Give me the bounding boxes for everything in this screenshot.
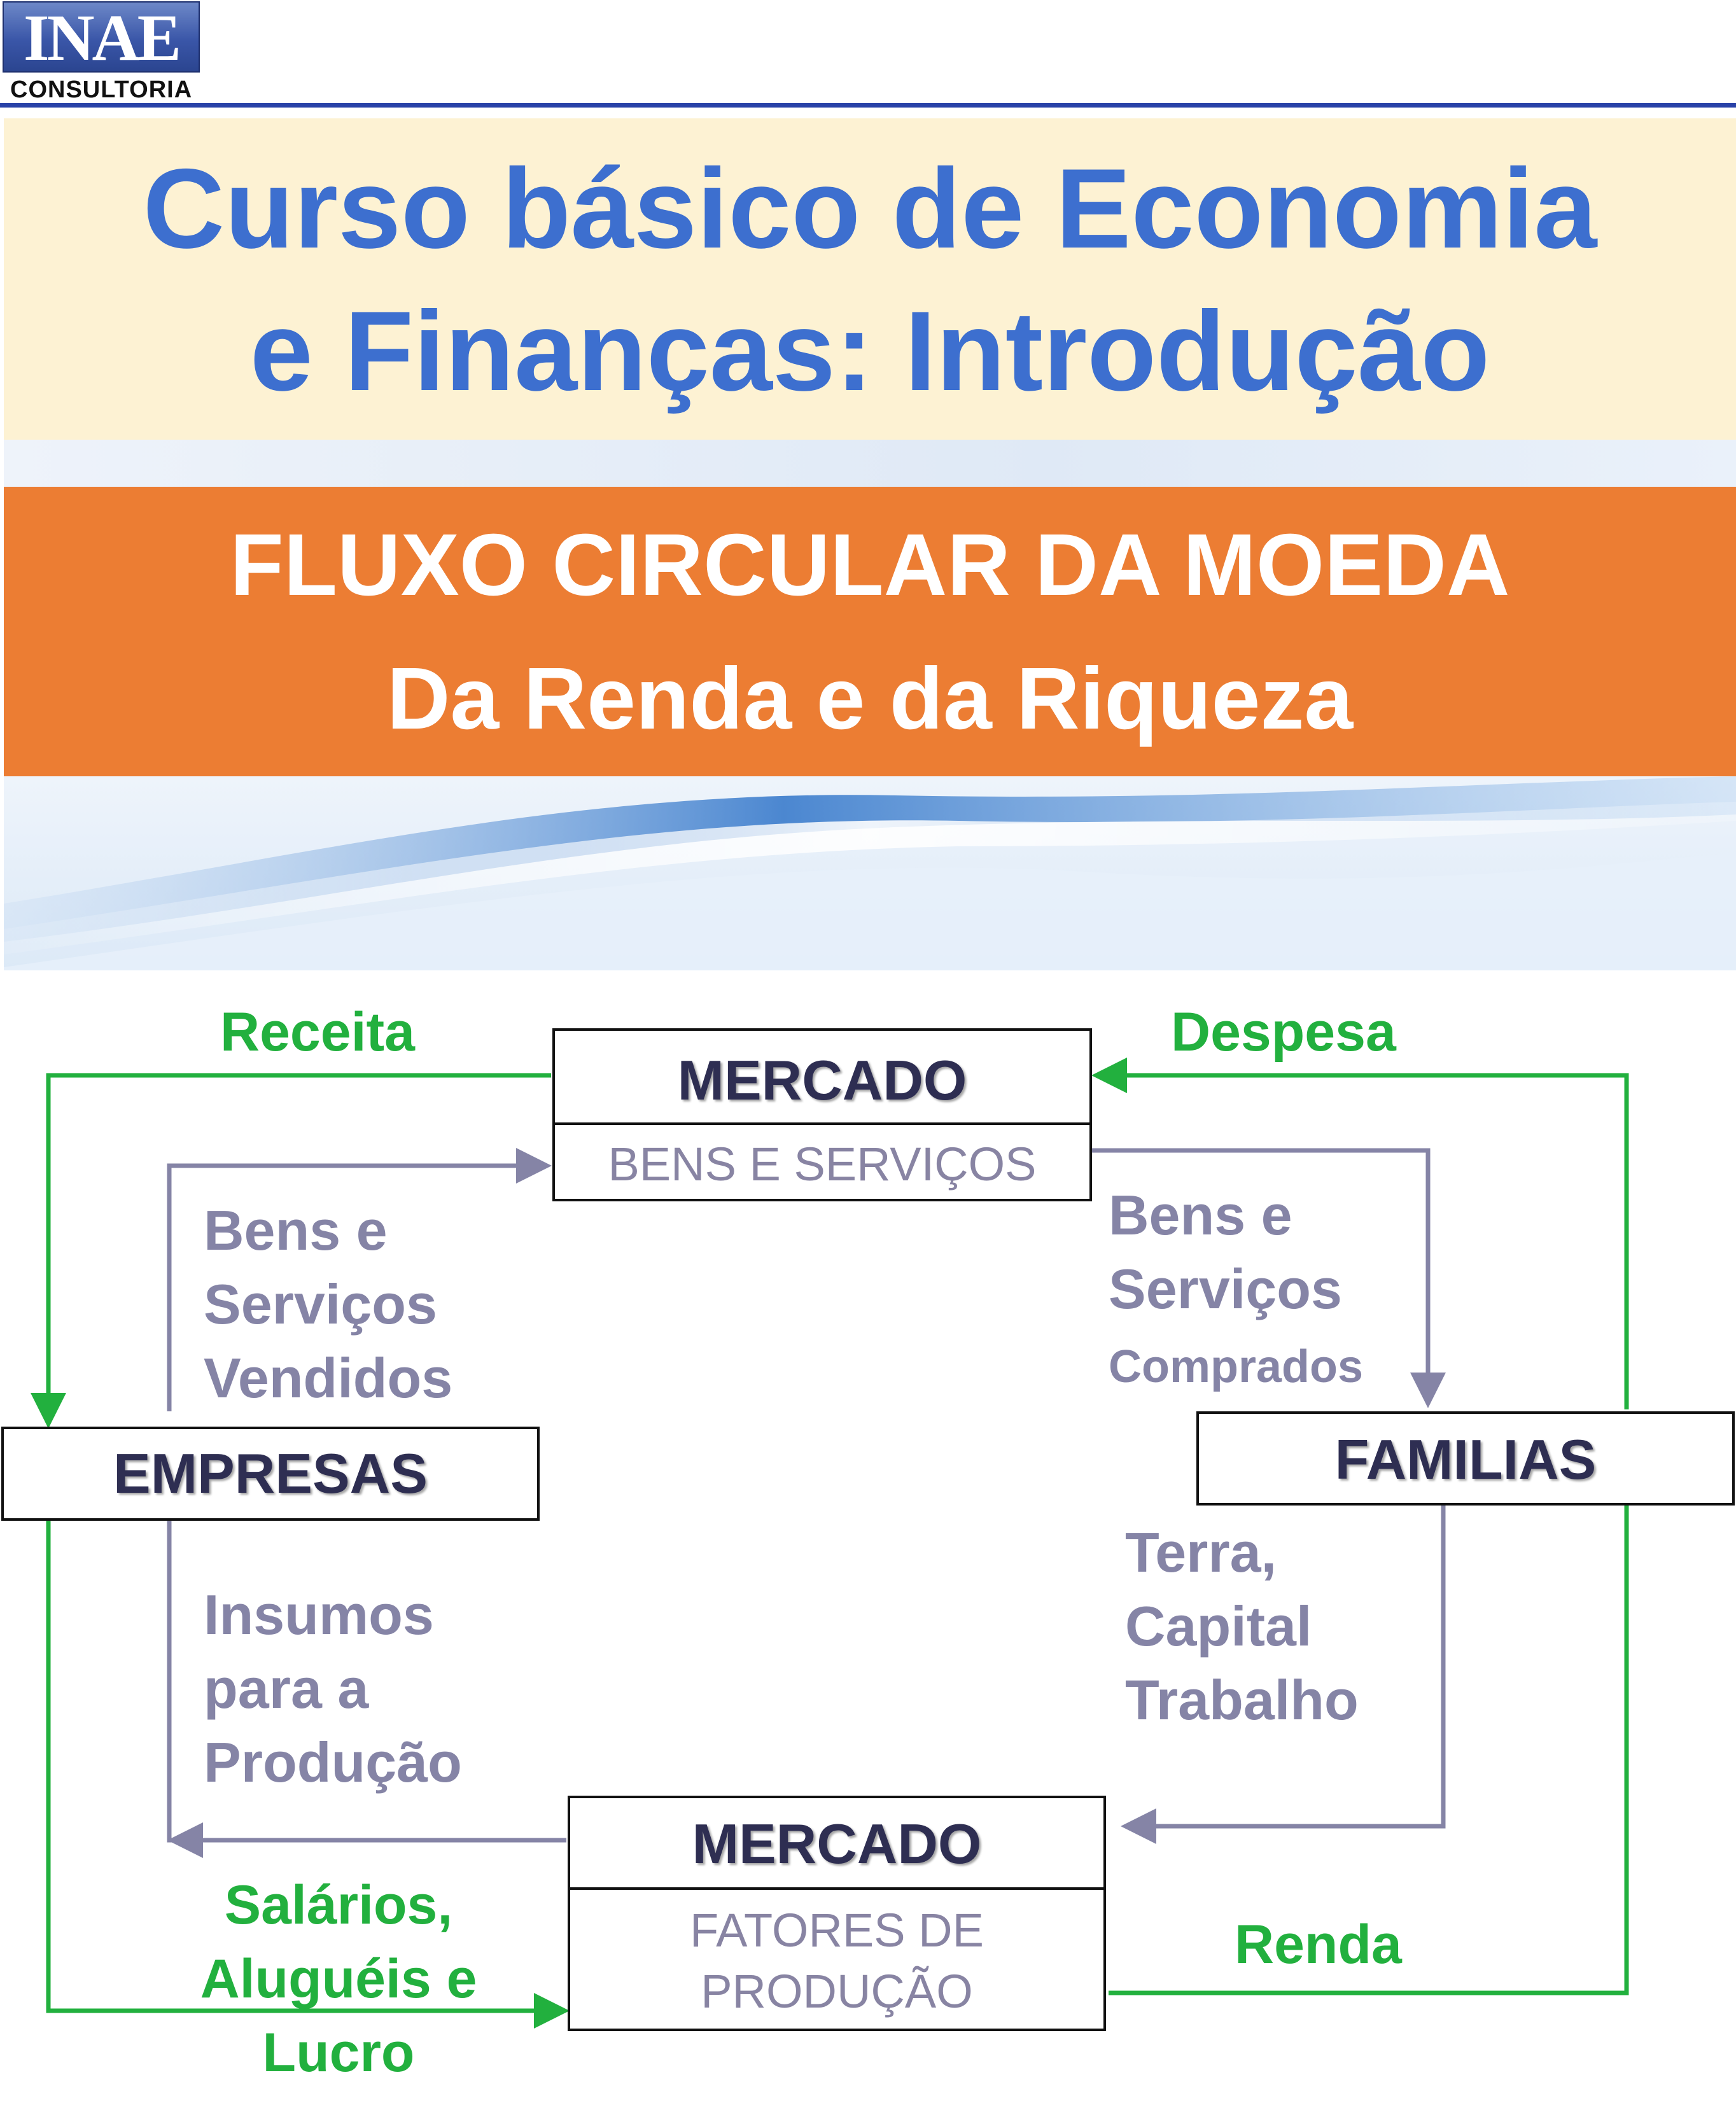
inputs-line-2: para a — [204, 1657, 369, 1720]
market-factors-label: FATORES DE PRODUÇÃO — [570, 1900, 1103, 2022]
title-banner: Curso básico de Economia e Finanças: Int… — [4, 118, 1736, 440]
subtitle-line-2: Da Renda e da Riqueza — [386, 650, 1354, 748]
income-label: Renda — [1235, 1914, 1402, 1975]
factors-line-2: Capital — [1125, 1595, 1312, 1658]
goods-sold-line-3: Vendidos — [204, 1346, 453, 1409]
flow-revenue-arrow — [31, 1073, 551, 1429]
wave-graphic — [4, 776, 1736, 970]
expense-label: Despesa — [1171, 1002, 1396, 1063]
goods-sold-label: Bens e Serviços Vendidos — [204, 1194, 452, 1415]
title-line-2: e Finanças: Introdução — [249, 288, 1490, 414]
flow-goods-sold-arrow — [167, 1148, 552, 1411]
page-subtitle: FLUXO CIRCULAR DA MOEDA Da Renda e da Ri… — [4, 498, 1736, 765]
flow-goods-bought-arrow — [1092, 1148, 1446, 1408]
header: INAE CONSULTORIA — [0, 0, 1736, 109]
payments-label: Salários, Aluguéis e Lucro — [127, 1868, 550, 2090]
factors-line-3: Trabalho — [1125, 1668, 1359, 1731]
flow-factors-arrow — [1121, 1506, 1446, 1844]
market-factors-divider — [570, 1887, 1103, 1890]
inputs-label: Insumos para a Produção — [204, 1578, 462, 1799]
decorative-wave-background — [4, 776, 1736, 970]
factors-line-1: Terra, — [1125, 1521, 1277, 1584]
market-factors-label-line-1: FATORES DE — [690, 1904, 984, 1957]
goods-bought-line-2: Serviços — [1109, 1257, 1342, 1320]
page-title: Curso básico de Economia e Finanças: Int… — [4, 137, 1736, 423]
revenue-label: Receita — [220, 1002, 415, 1063]
flow-income-arrow — [1109, 1505, 1629, 1995]
market-goods-box[interactable]: MERCADO BENS E SERVIÇOS — [552, 1028, 1092, 1201]
logo-mark: INAE — [3, 1, 200, 74]
goods-bought-line-3: Comprados — [1109, 1341, 1364, 1392]
inputs-line-3: Produção — [204, 1731, 462, 1794]
logo-subtitle: CONSULTORIA — [10, 76, 193, 103]
market-factors-box[interactable]: MERCADO FATORES DE PRODUÇÃO — [568, 1796, 1106, 2031]
market-factors-label-line-2: PRODUÇÃO — [701, 1965, 973, 2018]
market-factors-heading: MERCADO — [692, 1812, 982, 1875]
subtitle-line-1: FLUXO CIRCULAR DA MOEDA — [230, 516, 1510, 614]
firms-box[interactable]: EMPRESAS — [1, 1427, 540, 1521]
inae-logo[interactable]: INAE CONSULTORIA — [0, 0, 201, 106]
goods-sold-line-1: Bens e — [204, 1199, 388, 1262]
subtitle-banner: FLUXO CIRCULAR DA MOEDA Da Renda e da Ri… — [4, 487, 1736, 776]
factors-label: Terra, Capital Trabalho — [1125, 1516, 1359, 1737]
payments-label-line-2: Aluguéis e — [200, 1948, 477, 2009]
market-goods-label: BENS E SERVIÇOS — [608, 1138, 1037, 1191]
firms-label: EMPRESAS — [113, 1442, 428, 1505]
inputs-line-1: Insumos — [204, 1583, 434, 1646]
flow-payments-arrow — [46, 1520, 570, 2029]
goods-bought-label: Bens e Serviços Comprados — [1109, 1178, 1363, 1404]
households-label: FAMILIAS — [1334, 1428, 1597, 1491]
goods-sold-line-2: Serviços — [204, 1273, 437, 1336]
header-divider — [0, 103, 1736, 108]
decorative-wave-strip — [4, 440, 1736, 487]
households-box[interactable]: FAMILIAS — [1196, 1411, 1735, 1506]
market-goods-divider — [555, 1122, 1089, 1125]
title-line-1: Curso básico de Economia — [143, 145, 1597, 272]
flow-expense-arrow — [1091, 1058, 1629, 1409]
payments-label-line-1: Salários, — [224, 1875, 453, 1936]
goods-bought-line-1: Bens e — [1109, 1184, 1292, 1247]
payments-label-line-3: Lucro — [262, 2022, 415, 2083]
market-goods-heading: MERCADO — [677, 1049, 967, 1112]
